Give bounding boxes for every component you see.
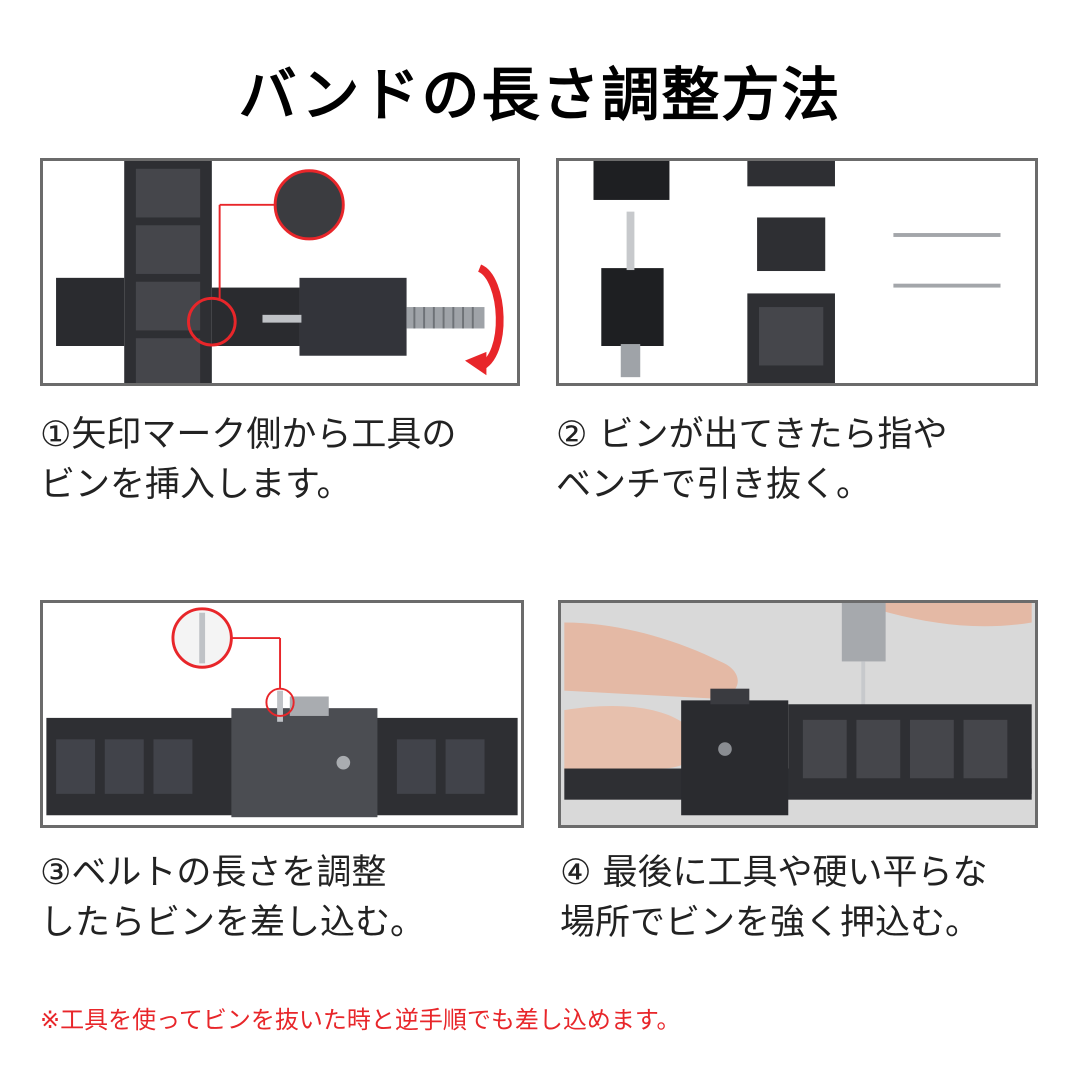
pin-removed-illustration [562, 161, 1032, 383]
press-pin-illustration [564, 603, 1032, 825]
step4-line2: 場所でビンを強く押込む。 [560, 903, 981, 943]
band-clasp-illustration [46, 603, 518, 825]
step1-line1: ①矢印マーク側から工具の [40, 415, 457, 455]
footnote: ※工具を使ってビンを抜いた時と逆手順でも差し込めます。 [40, 1006, 681, 1034]
step3-line2: したらビンを差し込む。 [40, 903, 426, 943]
step3-illustration [40, 600, 524, 828]
step4-line1: ④ 最後に工具や硬い平らな [560, 853, 988, 893]
step4-caption: ④ 最後に工具や硬い平らな 場所でビンを強く押込む。 [560, 848, 988, 948]
step1-line2: ビンを挿入します。 [40, 465, 352, 505]
step4-illustration [558, 600, 1038, 828]
step2-caption: ② ビンが出てきたら指や ベンチで引き抜く。 [556, 410, 947, 510]
band-tool-illustration [46, 161, 514, 383]
step2-illustration [556, 158, 1038, 386]
step1-illustration [40, 158, 520, 386]
step2-line2: ベンチで引き抜く。 [556, 465, 872, 505]
step1-caption: ①矢印マーク側から工具の ビンを挿入します。 [40, 410, 456, 510]
page-title: バンドの長さ調整方法 [238, 61, 842, 129]
step3-line1: ③ベルトの長さを調整 [40, 853, 387, 893]
step2-line1: ② ビンが出てきたら指や [556, 415, 948, 455]
step3-caption: ③ベルトの長さを調整 したらビンを差し込む。 [40, 848, 425, 948]
